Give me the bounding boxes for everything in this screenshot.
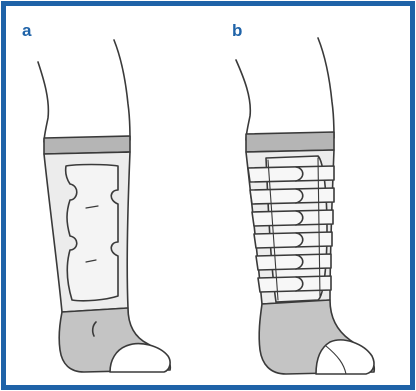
panel-label-b: b — [232, 22, 242, 39]
panel-label-a: a — [22, 22, 31, 39]
panel-b-strap-4 — [254, 232, 332, 248]
panel-b-strap-1 — [248, 166, 334, 182]
panel-b-top-band — [246, 132, 334, 152]
panel-a-splint — [66, 165, 118, 301]
panel-b-strap-2 — [250, 188, 334, 204]
panel-a-top-band — [44, 136, 130, 154]
panel-b-strap-3 — [252, 210, 333, 226]
